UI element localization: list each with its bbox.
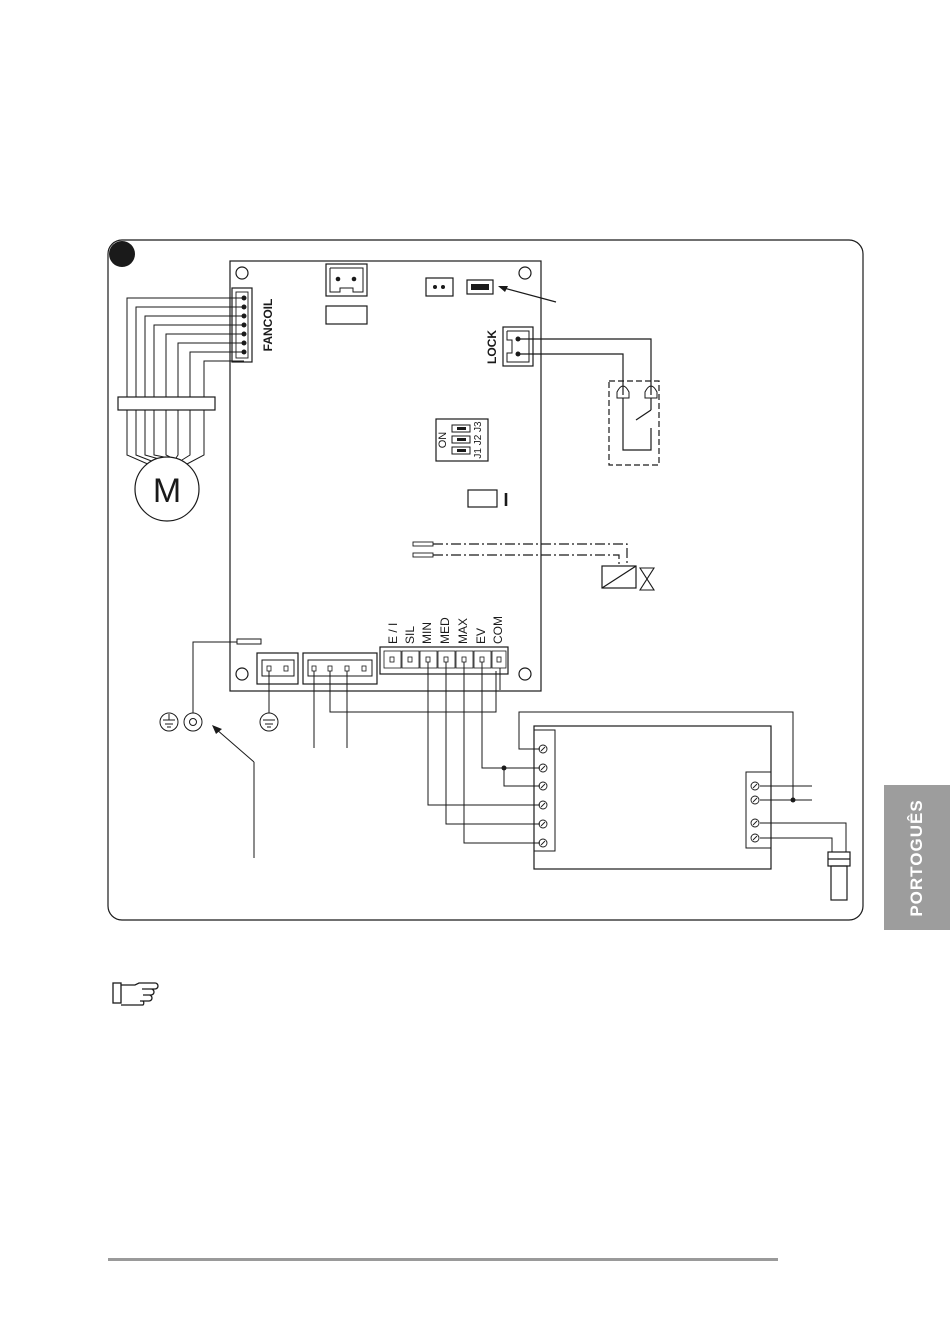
valve-icon [640, 568, 654, 590]
terminal-labels: E / I SIL MIN MED MAX EV COM [386, 616, 505, 644]
mount-hole [236, 668, 248, 680]
language-tab-label: PORTOGUÊS [907, 799, 927, 916]
figure-marker [109, 241, 135, 267]
cable-tie [118, 397, 215, 410]
terminal-label: COM [491, 616, 505, 644]
language-tab: PORTOGUÊS [884, 785, 950, 930]
power-connector [326, 264, 367, 296]
lock-wire [518, 354, 623, 395]
terminal-label: EV [474, 628, 488, 644]
earth-connector [257, 653, 298, 684]
pointing-hand-icon [113, 983, 158, 1005]
control-wires [428, 662, 540, 843]
ring-terminal [184, 713, 202, 731]
valve-wire [433, 555, 619, 565]
mount-hole [519, 668, 531, 680]
terminal-label: MED [438, 617, 452, 644]
mount-hole [519, 267, 531, 279]
ground-icon [160, 713, 178, 731]
indicator-box [468, 490, 497, 507]
terminal-label: MIN [420, 622, 434, 644]
jumper-connector [426, 278, 453, 296]
lock-wire [518, 339, 651, 395]
dip-on-label: ON [437, 432, 449, 449]
fancoil-label: FANCOIL [261, 299, 275, 352]
ground-icon [260, 713, 278, 731]
motor-wires [127, 298, 244, 465]
lock-label: LOCK [485, 330, 499, 364]
terminal-label: MAX [456, 618, 470, 644]
thermostat-box [534, 726, 771, 869]
motor-label: M [153, 472, 181, 510]
mount-hole [236, 267, 248, 279]
temperature-sensor [831, 866, 847, 900]
fuse-box [326, 306, 367, 324]
terminal-label: SIL [403, 626, 417, 644]
callout-arrow [500, 287, 556, 302]
footer-rule [108, 1258, 778, 1261]
earth-tab [237, 639, 261, 644]
indicator-mark: I [503, 490, 508, 510]
dip-jumper-labels: J1 J2 J3 [473, 421, 484, 459]
terminal-label: E / I [386, 623, 400, 644]
